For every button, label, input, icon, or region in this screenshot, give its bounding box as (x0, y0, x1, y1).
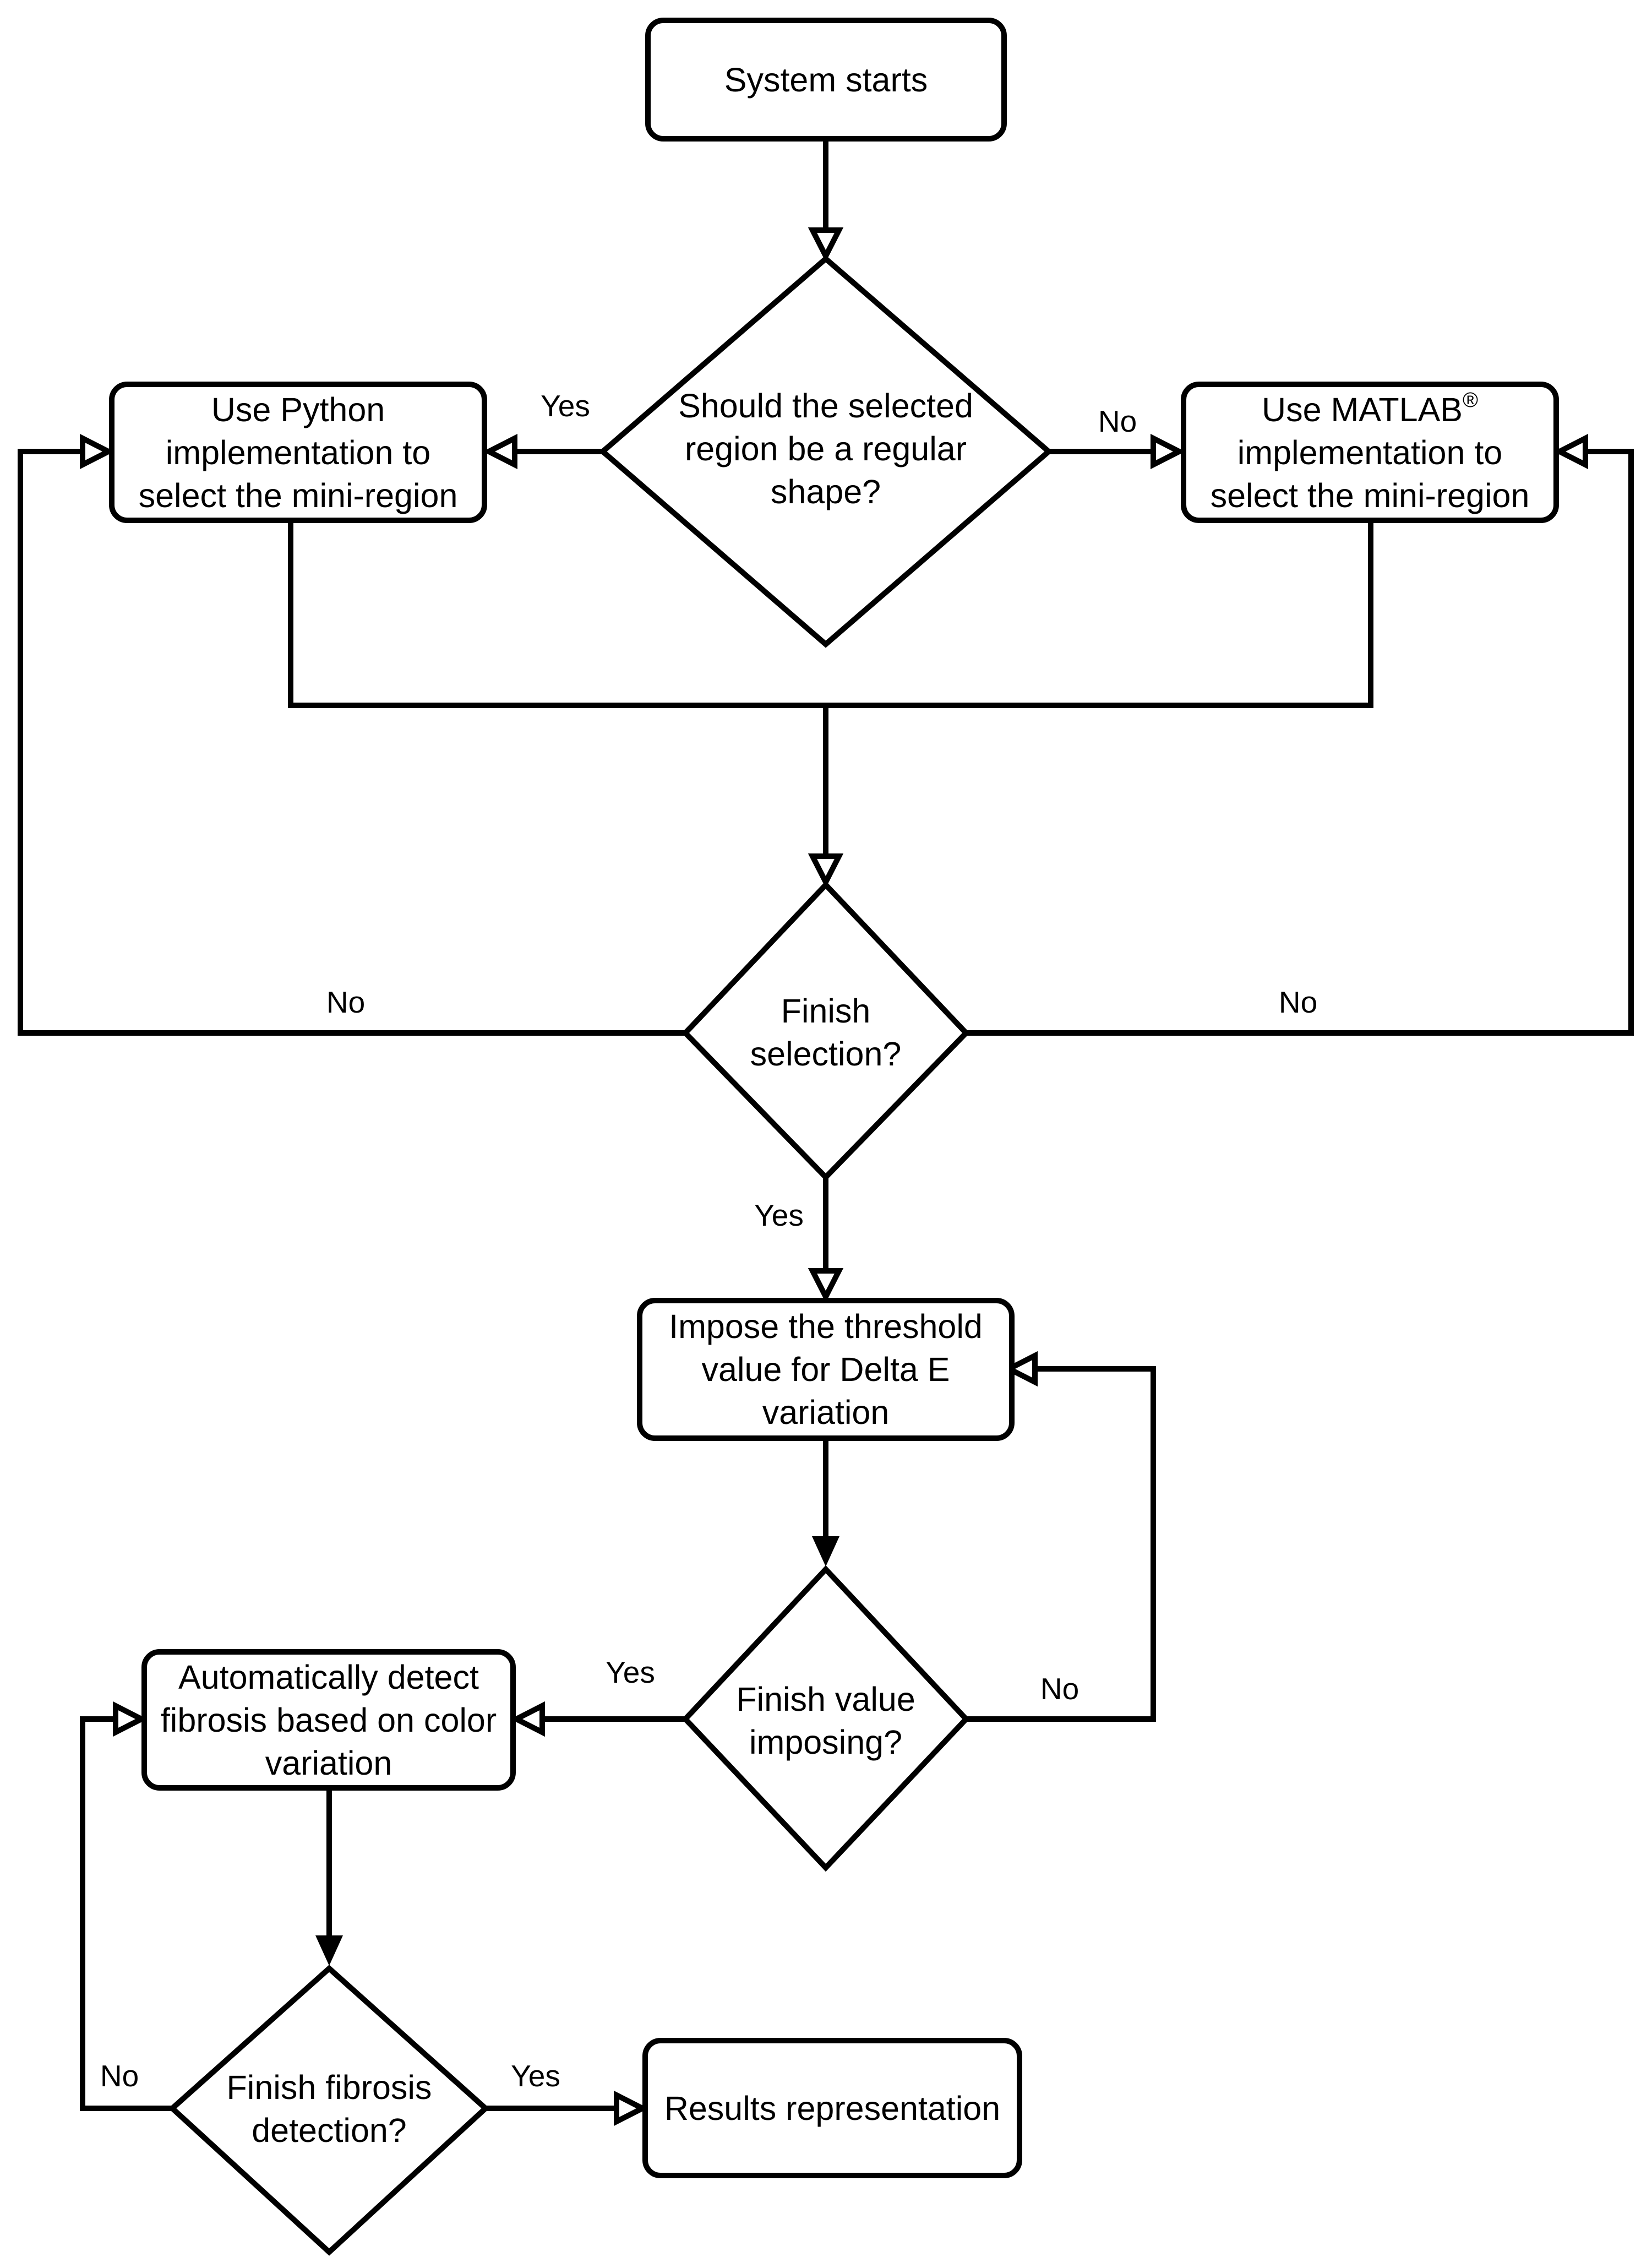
python-label: Use Python implementation to select the … (138, 390, 458, 514)
arrowhead (510, 1701, 545, 1737)
finish-fibrosis-label: Finish fibrosis detection? (226, 2069, 432, 2149)
finish-selection-label: Finish selection? (750, 992, 902, 1073)
edge-value-no (966, 1366, 1156, 1722)
matlab-label: Use MATLAB® implementation to select the… (1184, 384, 1556, 520)
arrowhead-solid (315, 1935, 343, 1966)
arrowhead-solid (812, 1536, 839, 1567)
edge-label-shape-yes: Yes (541, 389, 590, 423)
edge-label-value-no: No (1040, 1672, 1079, 1706)
edge-label-selection-no-left: No (326, 985, 366, 1019)
decision-finish-fibrosis (168, 1965, 490, 2256)
results-label: Results representation (664, 2089, 1001, 2127)
start-box (645, 18, 1007, 142)
python-box (109, 382, 487, 523)
threshold-label: Impose the threshold value for Delta E v… (669, 1308, 983, 1431)
decision-finish-selection (681, 880, 970, 1182)
edge-label-shape-no: No (1098, 404, 1137, 438)
edge-selection-no-right (966, 449, 1634, 1036)
edge-branches-merge (288, 521, 1373, 708)
edge-fibrosis-no (80, 1716, 172, 2111)
matlab-text: implementation to select the mini-region (1210, 433, 1530, 514)
edge-label-value-yes: Yes (606, 1655, 655, 1689)
arrowhead (614, 2090, 648, 2126)
threshold-box (637, 1298, 1015, 1441)
arrowhead (113, 1701, 148, 1737)
matlab-title: Use MATLAB (1262, 390, 1463, 428)
arrowhead (483, 433, 517, 470)
edge-label-fibrosis-yes: Yes (511, 2059, 560, 2093)
edge-label-fibrosis-no: No (100, 2059, 139, 2093)
arrowhead (808, 853, 844, 888)
decision-finish-value (681, 1565, 970, 1872)
decision-regular-shape (598, 255, 1053, 648)
finish-value-label: Finish value imposing? (736, 1680, 915, 1761)
start-label: System starts (724, 61, 928, 99)
detect-label: Automatically detect fibrosis based on c… (160, 1658, 497, 1782)
arrowhead (808, 227, 844, 262)
edge-label-selection-yes: Yes (754, 1198, 804, 1232)
decision-regular-shape-label: Should the selected region be a regular … (678, 387, 973, 510)
arrowhead (808, 1268, 844, 1303)
edge-selection-no-left (18, 449, 685, 1036)
arrowhead (1003, 1351, 1038, 1387)
registered-mark: ® (1462, 388, 1478, 412)
arrowhead (1553, 433, 1588, 470)
results-box (642, 2038, 1022, 2178)
detect-box (141, 1649, 516, 1791)
edge-label-selection-no-right: No (1278, 985, 1318, 1019)
arrowhead (80, 433, 115, 470)
arrowhead (1151, 433, 1185, 470)
matlab-box (1181, 382, 1559, 523)
